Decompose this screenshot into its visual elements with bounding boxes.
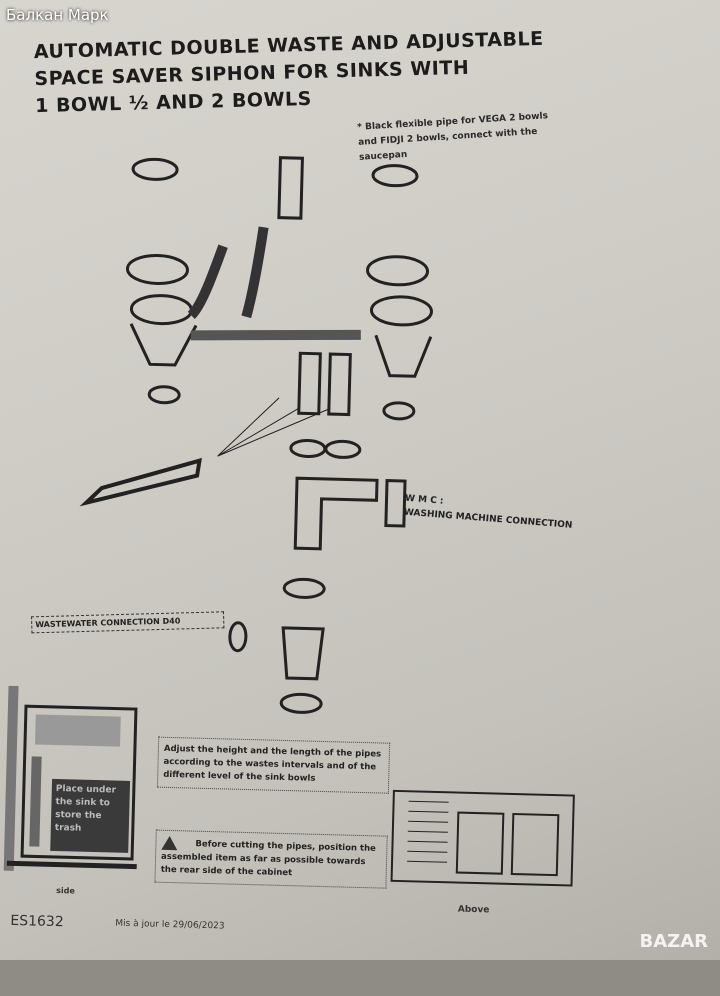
leaflet-photo: AUTOMATIC DOUBLE WASTE AND ADJUSTABLE SP… [0,0,720,960]
cabinet-side-illustration [3,685,138,871]
side-label: side [56,886,75,896]
cutting-warning: Before cutting the pipes, position the a… [154,829,388,889]
adjust-instructions: Adjust the height and the length of the … [156,736,391,794]
warning-text: Before cutting the pipes, position the a… [160,839,376,878]
trash-storage-text: Place under the sink to store the trash [50,778,131,853]
left-bowl-flange [125,253,189,286]
above-label: Above [457,904,490,916]
bottle-trap [281,626,325,681]
seller-watermark: Балкан Марк [6,6,109,24]
siphon-exploded-diagram [79,156,575,887]
above-view [390,789,575,887]
warning-icon [161,835,178,851]
side-view-panel: Place under the sink to store the trash [2,685,142,879]
flexible-pipe [187,244,228,320]
product-code: ES1632 [10,912,64,931]
page-title: AUTOMATIC DOUBLE WASTE AND ADJUSTABLE SP… [33,26,545,120]
hacksaw [79,457,202,507]
instruction-sheet: AUTOMATIC DOUBLE WASTE AND ADJUSTABLE SP… [2,26,575,931]
bazar-logo: BAZAR [639,931,709,952]
siphon-body [293,476,379,551]
left-strainer [131,157,179,181]
right-strainer [371,164,419,188]
right-bowl-flange [366,255,430,287]
